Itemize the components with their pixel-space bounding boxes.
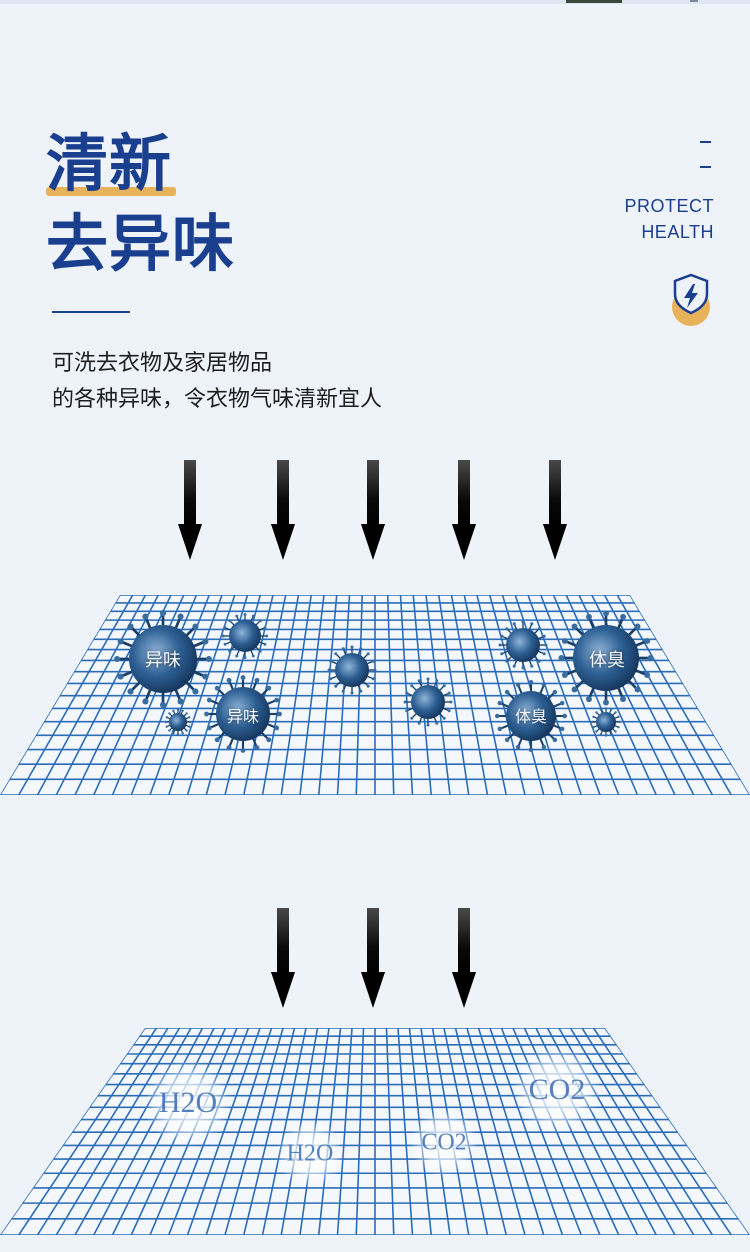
down-arrow-icon (361, 908, 385, 1008)
h2o-molecule: H2O (286, 1140, 334, 1167)
top-strip-mark (690, 0, 698, 2)
germ-icon (495, 680, 567, 752)
shield-lightning-icon (669, 272, 713, 326)
molecule-glow (410, 1109, 478, 1177)
description: 可洗去衣物及家居物品 的各种异味，令衣物气味清新宜人 (52, 346, 572, 418)
side-text-health: HEALTH (641, 222, 714, 242)
body-odor-label: 体臭 (589, 650, 625, 671)
down-arrow-icon (178, 460, 202, 560)
co2-molecule: CO2 (528, 1073, 586, 1106)
down-arrow-icon (271, 460, 295, 560)
body-odor-label: 体臭 (514, 707, 548, 726)
down-arrow-icon (361, 460, 385, 560)
description-line-2: 的各种异味，令衣物气味清新宜人 (52, 387, 383, 412)
side-text-protect: PROTECT (624, 196, 714, 216)
title-line-1: 清新 (46, 127, 173, 200)
molecule-glow (276, 1120, 344, 1188)
down-arrow-icon (452, 908, 476, 1008)
title-divider (52, 311, 130, 313)
germ-icon (114, 610, 212, 708)
molecule-glow (144, 1059, 232, 1147)
co2-molecule: CO2 (421, 1129, 467, 1156)
description-line-1: 可洗去衣物及家居物品 (52, 351, 273, 376)
odor-label: 异味 (145, 650, 181, 671)
germ-icon (498, 620, 548, 670)
dash-mark (700, 166, 711, 168)
down-arrow-icon (543, 460, 567, 560)
germ-icon (221, 612, 269, 660)
germ-icon (164, 708, 192, 736)
germ-icon (327, 645, 377, 695)
molecule-glow (513, 1046, 601, 1134)
germ-icon (558, 610, 654, 706)
top-strip (0, 0, 750, 4)
germ-icon (591, 707, 621, 737)
germ-icon (204, 675, 282, 753)
panel-odor-removal (0, 460, 750, 795)
down-arrow-icon (271, 908, 295, 1008)
title-line-2: 去异味 (46, 207, 236, 280)
top-strip-image-edge (566, 0, 622, 3)
title-underline (46, 187, 176, 196)
panel-clean-result (0, 908, 750, 1235)
dash-mark (700, 141, 711, 143)
odor-label: 异味 (226, 707, 260, 726)
down-arrow-icon (452, 460, 476, 560)
germ-icon (403, 677, 453, 727)
h2o-molecule: H2O (158, 1086, 218, 1119)
